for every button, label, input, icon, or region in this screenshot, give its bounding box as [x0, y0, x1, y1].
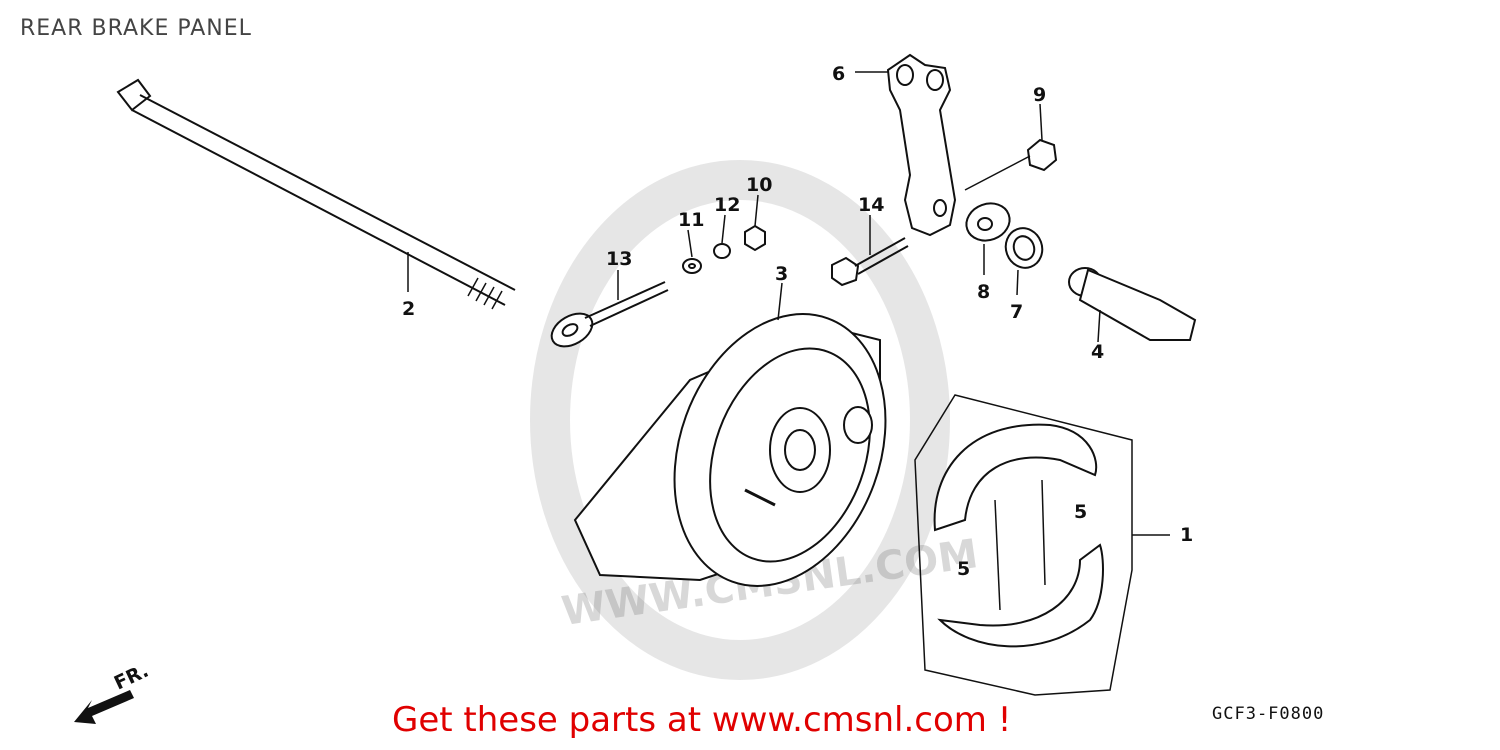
bolt-part-14[interactable] [831, 215, 909, 287]
callout-10: 10 [746, 174, 772, 196]
brake-cam-part-4[interactable] [1068, 267, 1197, 343]
callout-13: 13 [606, 248, 632, 270]
spring-washer-part-12[interactable] [713, 214, 731, 259]
callout-5a: 5 [1074, 501, 1087, 523]
callout-14: 14 [858, 194, 884, 216]
callout-6: 6 [832, 63, 845, 85]
callout-1: 1 [1180, 524, 1193, 546]
seal-part-7[interactable] [1000, 223, 1048, 296]
callout-7: 7 [1010, 301, 1023, 323]
brake-shoes-part-1[interactable] [914, 394, 1170, 696]
callout-4: 4 [1091, 341, 1104, 363]
diagram-code: GCF3-F0800 [1212, 704, 1325, 724]
callout-2: 2 [402, 298, 415, 320]
front-label: FR. [111, 660, 152, 695]
nut-part-10[interactable] [744, 194, 766, 252]
watermark-logo [530, 160, 950, 680]
callout-8: 8 [977, 281, 990, 303]
washer-part-11[interactable] [682, 229, 702, 274]
callout-5b: 5 [957, 558, 970, 580]
axle-part-2[interactable] [116, 78, 516, 310]
front-arrow-icon [74, 690, 134, 724]
wear-indicator-part-8[interactable] [961, 198, 1015, 275]
brake-panel-part-3[interactable] [573, 282, 922, 616]
call-to-action-link[interactable]: Get these parts at www.cmsnl.com ! [392, 700, 1012, 740]
brake-arm-part-6[interactable] [855, 53, 957, 237]
eye-bolt-part-13[interactable] [546, 270, 669, 353]
callout-9: 9 [1033, 84, 1046, 106]
nut-part-9[interactable] [964, 103, 1058, 191]
callout-11: 11 [678, 209, 704, 231]
page-title: REAR BRAKE PANEL [20, 16, 252, 41]
callout-12: 12 [714, 194, 740, 216]
callout-3: 3 [775, 263, 788, 285]
